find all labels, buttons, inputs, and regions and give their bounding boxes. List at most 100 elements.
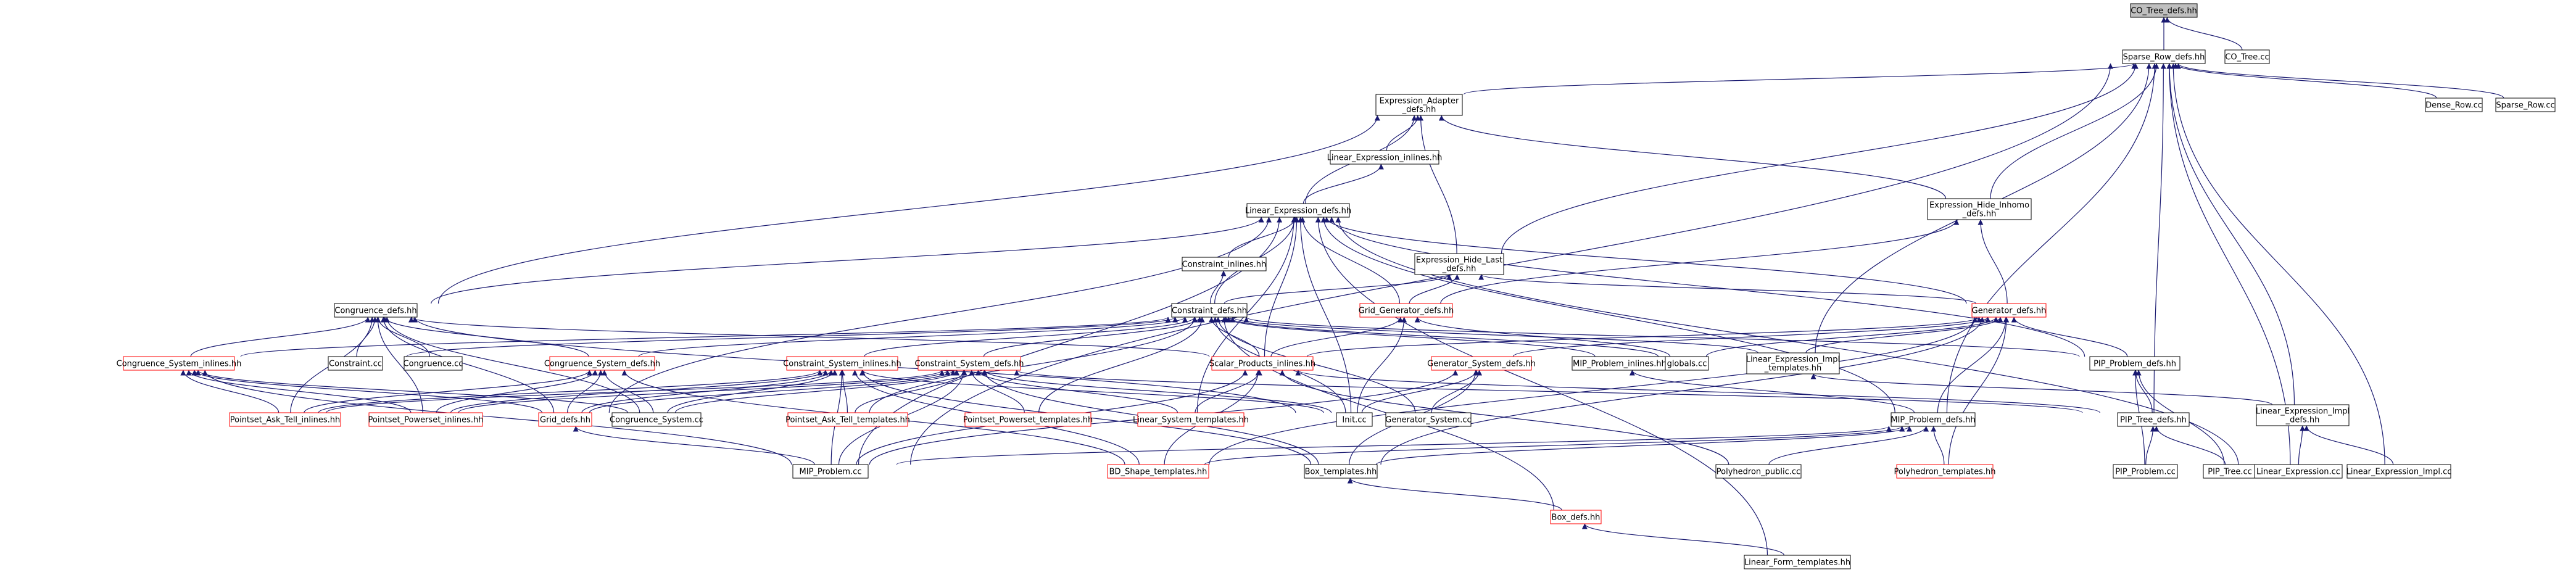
- file-node-pointset-ask-tell-inlines[interactable]: Pointset_Ask_Tell_inlines.hh: [229, 412, 341, 427]
- node-label: Constraint_System_inlines.hh: [783, 360, 901, 369]
- file-node-linear-expression-defs[interactable]: Linear_Expression_defs.hh: [1245, 203, 1351, 218]
- file-node-mip-problem-cc[interactable]: MIP_Problem.cc: [792, 464, 869, 479]
- file-node-bd-shape-templates[interactable]: BD_Shape_templates.hh: [1107, 464, 1209, 479]
- node-box: [787, 412, 908, 427]
- node-label: Linear_Form_templates.hh: [1744, 558, 1850, 568]
- dependency-edge: [864, 316, 1198, 357]
- node-box: [964, 412, 1091, 427]
- dependency-edge: [1307, 316, 1982, 357]
- dependency-edge: [191, 370, 543, 413]
- node-label: Dense_Row.cc: [2425, 101, 2482, 110]
- file-node-linear-expression-impl-cc[interactable]: Linear_Expression_Impl.cc: [2346, 464, 2452, 479]
- node-box: [2122, 49, 2206, 64]
- file-node-init-cc[interactable]: Init.cc: [1336, 412, 1373, 427]
- dependency-edge: [1323, 217, 1967, 304]
- node-box: [1304, 464, 1378, 479]
- file-node-linear-expression-impl-templates[interactable]: Linear_Expression_Impl_templates.hh: [1746, 352, 1840, 374]
- file-node-generator-system-defs[interactable]: Generator_System_defs.hh: [1427, 356, 1536, 371]
- file-node-scalar-products-inlines[interactable]: Scalar_Products_inlines.hh: [1209, 356, 1315, 371]
- dependency-edge: [1209, 316, 1978, 465]
- file-node-pip-tree-cc[interactable]: PIP_Tree.cc: [2203, 464, 2257, 479]
- file-node-pip-tree-defs[interactable]: PIP_Tree_defs.hh: [2117, 412, 2190, 427]
- file-node-pointset-ask-tell-templates[interactable]: Pointset_Ask_Tell_templates.hh: [785, 412, 910, 427]
- node-label: PIP_Problem.cc: [2115, 468, 2176, 477]
- node-label: Constraint_System_defs.hh: [914, 360, 1024, 369]
- file-node-congruence-defs[interactable]: Congruence_defs.hh: [334, 303, 418, 318]
- file-node-expression-hide-last-defs[interactable]: Expression_Hide_Last_defs.hh: [1414, 253, 1504, 275]
- dependency-edge: [1270, 316, 1404, 357]
- file-node-co-tree-defs[interactable]: CO_Tree_defs.hh: [2130, 3, 2198, 18]
- node-box: [1665, 356, 1709, 371]
- dependency-edge: [975, 370, 1178, 413]
- node-label: Grid_Generator_defs.hh: [1359, 307, 1454, 316]
- file-node-congruence-cc[interactable]: Congruence.cc: [404, 356, 463, 371]
- dependency-edge: [969, 370, 1025, 413]
- dependency-edge: [1347, 478, 1562, 511]
- file-node-congruence-system-cc[interactable]: Congruence_System.cc: [610, 412, 703, 427]
- file-node-congruence-system-defs[interactable]: Congruence_System_defs.hh: [544, 356, 660, 371]
- dependency-edge: [202, 370, 792, 465]
- file-node-box-templates[interactable]: Box_templates.hh: [1304, 464, 1378, 479]
- node-label: Congruence_System.cc: [610, 416, 703, 425]
- file-node-expression-adapter-defs[interactable]: Expression_Adapter_defs.hh: [1375, 94, 1463, 116]
- node-label: Box_defs.hh: [1552, 513, 1601, 523]
- file-node-dense-row-cc[interactable]: Dense_Row.cc: [2425, 97, 2483, 112]
- file-node-pip-problem-defs[interactable]: PIP_Problem_defs.hh: [2089, 356, 2180, 371]
- file-node-pip-problem-cc[interactable]: PIP_Problem.cc: [2113, 464, 2178, 479]
- file-node-globals-cc[interactable]: globals.cc: [1665, 356, 1709, 371]
- file-node-pointset-powerset-inlines[interactable]: Pointset_Powerset_inlines.hh: [368, 412, 484, 427]
- dependency-edge: [431, 217, 1264, 304]
- file-node-sparse-row-defs[interactable]: Sparse_Row_defs.hh: [2122, 49, 2206, 64]
- file-node-polyhedron-templates[interactable]: Polyhedron_templates.hh: [1894, 464, 1996, 479]
- file-node-constraint-inlines[interactable]: Constraint_inlines.hh: [1182, 257, 1267, 271]
- dependency-edge: [910, 63, 2114, 465]
- dependency-edge: [1299, 217, 1401, 304]
- file-node-generator-system-cc[interactable]: Generator_System.cc: [1385, 412, 1472, 427]
- node-box: [1171, 303, 1248, 318]
- dependency-edge: [1629, 370, 1915, 413]
- dependency-edge: [1328, 217, 2085, 357]
- file-node-generator-defs[interactable]: Generator_defs.hh: [1971, 303, 2047, 318]
- node-label: Generator_System_defs.hh: [1427, 360, 1536, 369]
- file-node-linear-expression-cc[interactable]: Linear_Expression.cc: [2254, 464, 2343, 479]
- dependency-edge: [1440, 219, 1960, 304]
- file-node-linear-expression-impl-defs[interactable]: Linear_Expression_Impl_defs.hh: [2256, 404, 2350, 426]
- dependency-edge: [1320, 217, 1895, 413]
- file-node-co-tree-cc[interactable]: CO_Tree.cc: [2224, 49, 2270, 64]
- dependency-edge: [375, 316, 423, 413]
- node-label: Pointset_Ask_Tell_inlines.hh: [230, 416, 341, 425]
- file-node-box-defs[interactable]: Box_defs.hh: [1550, 510, 1602, 524]
- node-box: [611, 412, 702, 427]
- dependency-edge: [408, 316, 1210, 357]
- file-node-mip-problem-inlines[interactable]: MIP_Problem_inlines.hh: [1572, 356, 1668, 371]
- file-node-constraint-system-defs[interactable]: Constraint_System_defs.hh: [914, 356, 1024, 371]
- node-label: Congruence_System_defs.hh: [544, 360, 660, 369]
- file-node-grid-defs[interactable]: Grid_defs.hh: [538, 412, 592, 427]
- dependency-edge: [2172, 63, 2437, 99]
- dependency-edge: [1431, 370, 1483, 413]
- node-box: [2117, 412, 2190, 427]
- dependency-edge: [406, 316, 1178, 357]
- file-node-expression-hide-inhomo-defs[interactable]: Expression_Hide_Inhomo_defs.hh: [1927, 198, 2032, 220]
- file-node-constraint-system-inlines[interactable]: Constraint_System_inlines.hh: [783, 356, 901, 371]
- node-label: Expression_Hide_Last_defs.hh: [1416, 256, 1502, 274]
- file-node-sparse-row-cc[interactable]: Sparse_Row.cc: [2495, 97, 2556, 112]
- node-label: Grid_defs.hh: [540, 416, 590, 425]
- node-label: Polyhedron_templates.hh: [1894, 468, 1996, 477]
- file-node-constraint-cc[interactable]: Constraint.cc: [328, 356, 383, 371]
- file-node-linear-expression-inlines[interactable]: Linear_Expression_inlines.hh: [1327, 150, 1443, 165]
- file-node-mip-problem-defs[interactable]: MIP_Problem_defs.hh: [1891, 412, 1976, 427]
- node-label: Scalar_Products_inlines.hh: [1209, 360, 1315, 369]
- dependency-edge: [436, 370, 598, 413]
- file-node-constraint-defs[interactable]: Constraint_defs.hh: [1171, 303, 1248, 318]
- dependency-edge: [1946, 63, 2158, 413]
- file-node-linear-system-templates[interactable]: Linear_System_templates.hh: [1133, 412, 1249, 427]
- file-node-congruence-system-inlines[interactable]: Congruence_System_inlines.hh: [117, 356, 242, 371]
- file-node-grid-generator-defs[interactable]: Grid_Generator_defs.hh: [1359, 303, 1454, 318]
- file-node-polyhedron-public-cc[interactable]: Polyhedron_public.cc: [1715, 464, 1802, 479]
- file-node-pointset-powerset-templates[interactable]: Pointset_Powerset_templates.hh: [963, 412, 1093, 427]
- node-box: [1746, 352, 1840, 374]
- dependency-edge: [1361, 370, 1480, 413]
- file-node-linear-form-templates[interactable]: Linear_Form_templates.hh: [1744, 555, 1851, 569]
- dependency-edge: [2166, 63, 2295, 405]
